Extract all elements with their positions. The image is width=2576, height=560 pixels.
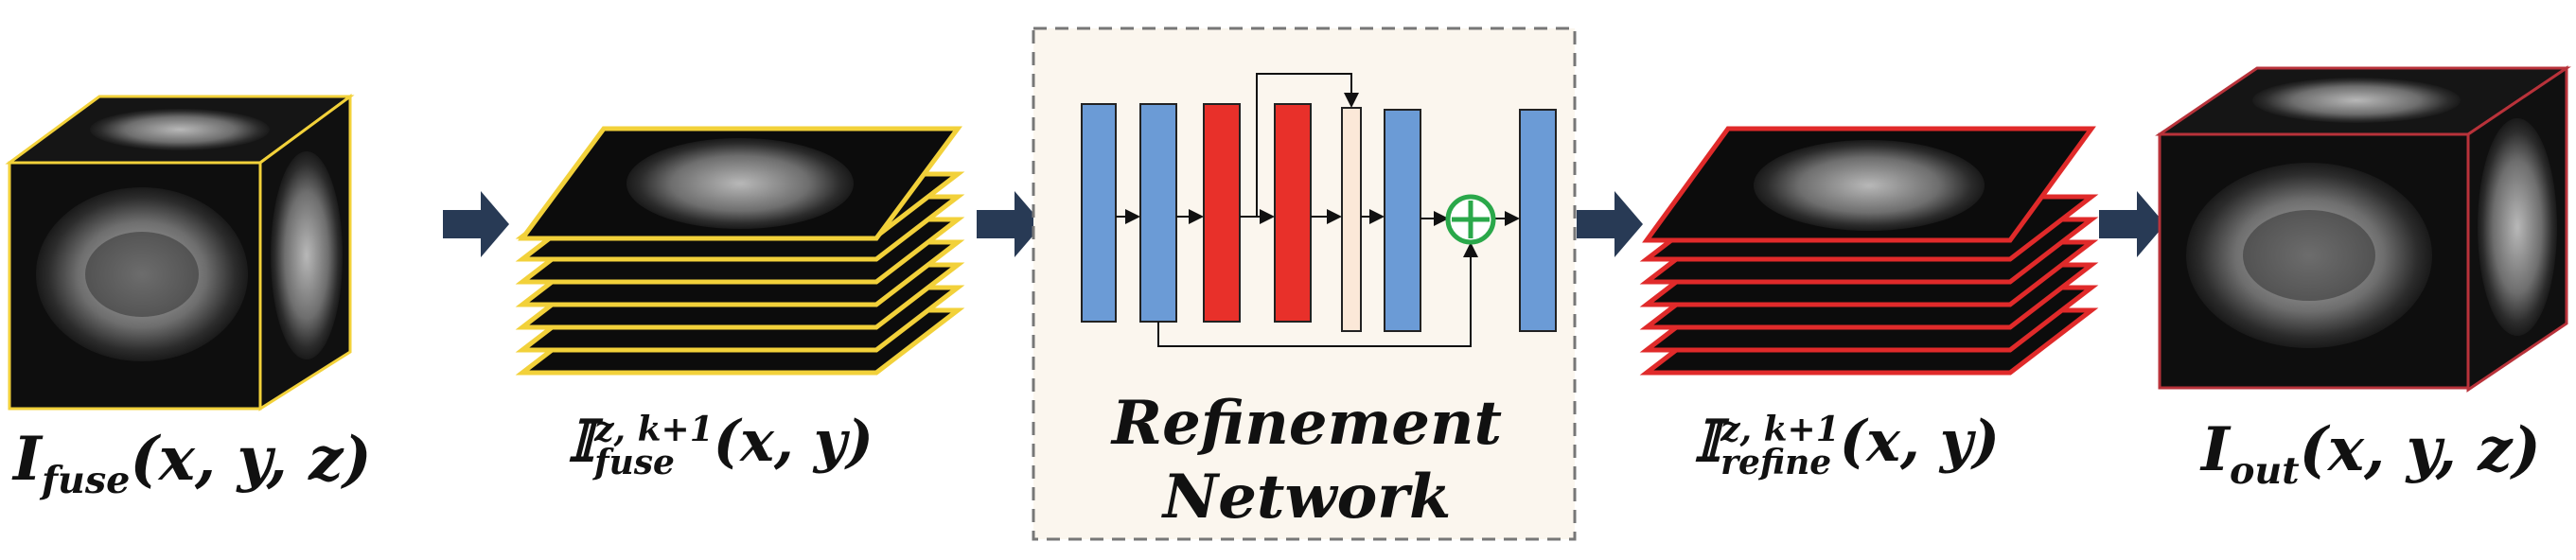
fuse-slices-base: 𝕀 xyxy=(568,409,595,475)
output-volume-label: Iout(x, y, z) xyxy=(2201,414,2541,493)
conv-block-1 xyxy=(1081,103,1117,323)
fuse-slices-sup: z, k+1 xyxy=(594,410,714,450)
conv-block-6 xyxy=(1384,109,1421,332)
network-title-line2: Network xyxy=(1162,462,1452,533)
refine-slice-stack xyxy=(1639,126,2099,376)
conv-block-3 xyxy=(1203,103,1241,323)
input-volume-label: Ifuse(x, y, z) xyxy=(13,424,372,502)
output-volume-cube xyxy=(2155,65,2571,393)
refine-slices-sub: refine xyxy=(1720,442,1832,482)
right-arrow-icon xyxy=(977,191,1043,257)
refine-slices-args: (x, y) xyxy=(1839,409,2000,475)
conv-block-4 xyxy=(1274,103,1312,323)
refinement-network xyxy=(1032,26,1577,541)
output-volume-args: (x, y, z) xyxy=(2299,414,2541,485)
fuse-slice-stack xyxy=(515,126,965,376)
input-volume-args: (x, y, z) xyxy=(130,424,372,495)
conv-block-5 xyxy=(1341,107,1362,332)
conv-block-7 xyxy=(1519,109,1557,332)
fuse-slices-sub: fuse xyxy=(594,442,675,482)
right-arrow-icon xyxy=(443,191,509,257)
right-arrow-icon xyxy=(2099,191,2165,257)
refine-slices-base: 𝕀 xyxy=(1694,409,1721,475)
fuse-slices-args: (x, y) xyxy=(713,409,873,475)
input-volume-base: I xyxy=(13,424,42,495)
plus-circle-icon xyxy=(1445,194,1496,245)
output-volume-base: I xyxy=(2201,414,2230,485)
conv-block-2 xyxy=(1139,103,1177,323)
input-volume-sub: fuse xyxy=(41,458,131,502)
output-volume-sub: out xyxy=(2229,448,2300,493)
network-title-line1: Refinement xyxy=(1111,388,1503,459)
right-arrow-icon xyxy=(1577,191,1643,257)
refine-slices-sup: z, k+1 xyxy=(1720,410,1840,450)
input-volume-cube xyxy=(5,94,355,411)
